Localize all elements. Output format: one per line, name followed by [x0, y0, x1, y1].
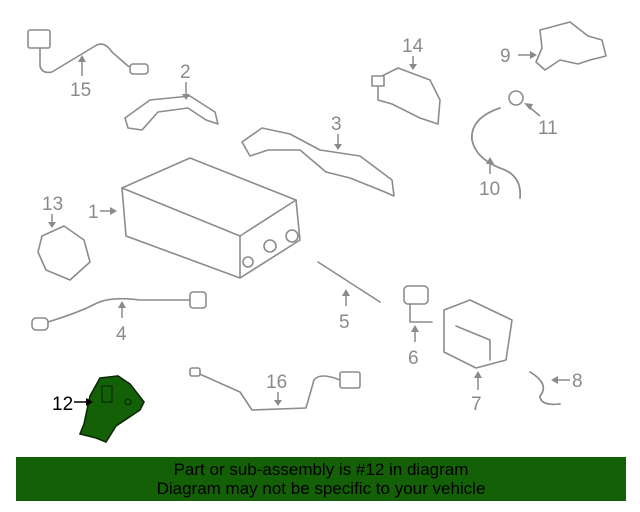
- part-7-box[interactable]: [443, 299, 513, 369]
- part-10-hose[interactable]: [471, 107, 522, 199]
- callout-14: 14: [402, 36, 424, 57]
- callout-5: 5: [339, 312, 350, 333]
- callout-6: 6: [408, 348, 419, 369]
- callout-3: 3: [331, 114, 342, 135]
- callout-16: 16: [266, 372, 287, 393]
- banner-line-part-number: Part or sub-assembly is #12 in diagram: [173, 460, 469, 479]
- part-8-hose[interactable]: [529, 371, 561, 406]
- part-4-sensor[interactable]: [31, 291, 207, 331]
- part-13-sensor[interactable]: [37, 225, 91, 281]
- part-16-oxygen-sensor[interactable]: [189, 367, 361, 411]
- part-6-valve[interactable]: [403, 285, 433, 323]
- fitment-banner: Part or sub-assembly is #12 in diagram D…: [16, 457, 626, 501]
- part-1-canister[interactable]: [121, 157, 301, 279]
- banner-line-disclaimer: Diagram may not be specific to your vehi…: [156, 479, 486, 498]
- callout-7: 7: [471, 394, 482, 415]
- callout-1: 1: [88, 202, 99, 223]
- callout-13: 13: [42, 194, 63, 215]
- callout-11: 11: [538, 118, 558, 139]
- part-11-clamp[interactable]: [508, 90, 524, 106]
- part-15-oxygen-sensor[interactable]: [27, 29, 149, 75]
- callout-9: 9: [500, 46, 511, 67]
- part-14-valve[interactable]: [371, 67, 441, 125]
- part-9-purge-valve[interactable]: [535, 21, 607, 71]
- callout-15: 15: [70, 80, 91, 101]
- callout-12: 12: [52, 394, 73, 415]
- part-3-bracket[interactable]: [241, 127, 395, 197]
- part-12-sensor-highlighted[interactable]: [78, 375, 145, 443]
- part-2-bracket[interactable]: [124, 95, 219, 131]
- part-5-rod[interactable]: [317, 261, 381, 303]
- callout-2: 2: [180, 62, 191, 83]
- callout-4: 4: [116, 324, 127, 345]
- callout-10: 10: [479, 179, 500, 200]
- callout-8: 8: [572, 371, 583, 392]
